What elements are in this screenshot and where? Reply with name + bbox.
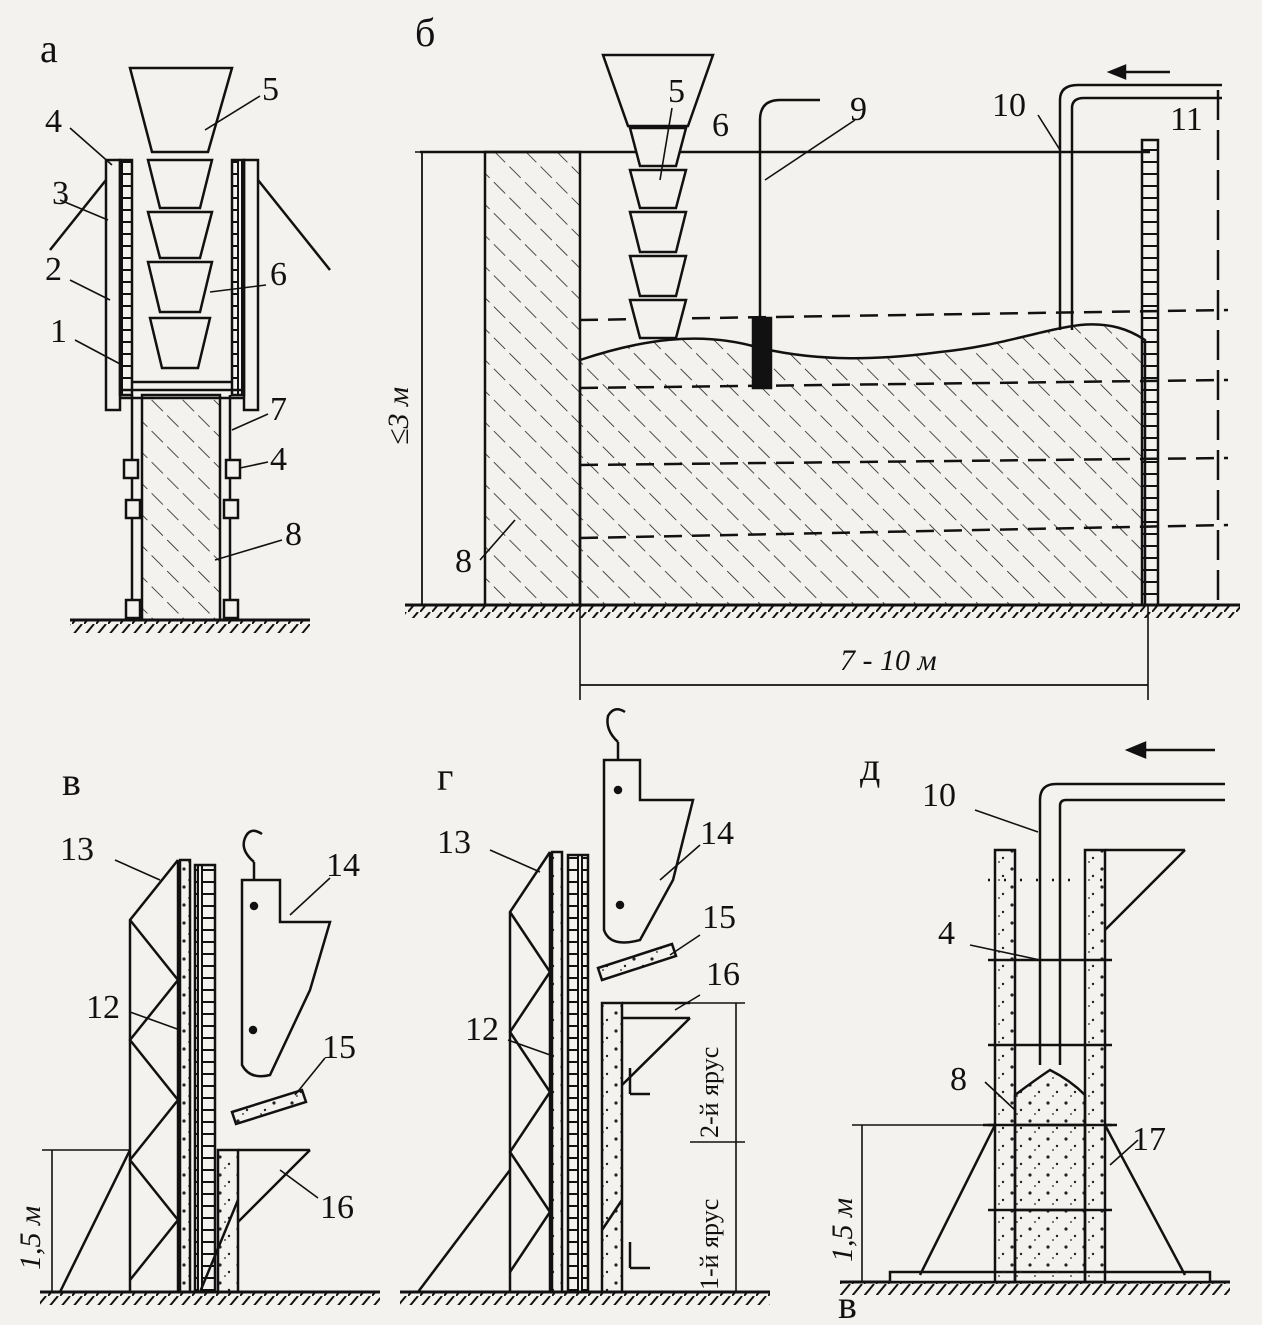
label-b-8: 8 xyxy=(455,543,472,580)
label-v-15: 15 xyxy=(322,1029,356,1066)
label-v-16: 16 xyxy=(320,1189,354,1226)
panel-a-title: а xyxy=(40,26,58,71)
label-a-8: 8 xyxy=(285,516,302,553)
panel-d-title: д xyxy=(860,744,880,789)
label-a-7: 7 xyxy=(270,391,287,428)
dim-b-width: 7 - 10 м xyxy=(840,644,937,677)
label-d-4: 4 xyxy=(938,915,955,952)
panel-d-leaders xyxy=(969,809,1139,1166)
label-g-12: 12 xyxy=(465,1011,499,1048)
label-b-11: 11 xyxy=(1170,101,1203,138)
dim-b-height: ≤3 м xyxy=(382,387,415,445)
label-a-6: 6 xyxy=(270,256,287,293)
label-v-14: 14 xyxy=(326,847,360,884)
label-a-5: 5 xyxy=(262,71,279,108)
panel-b xyxy=(405,53,1240,700)
label-b-5: 5 xyxy=(668,73,685,110)
label-b-10: 10 xyxy=(992,87,1026,124)
label-d-10: 10 xyxy=(922,777,956,814)
label-a-2: 2 xyxy=(45,251,62,288)
label-d-8: 8 xyxy=(950,1061,967,1098)
dim-d-height: 1,5 м xyxy=(826,1198,859,1262)
panel-g xyxy=(400,708,770,1305)
tier-first: 1-й ярус xyxy=(695,1199,724,1290)
panel-d xyxy=(840,741,1230,1295)
panel-v-leaders xyxy=(114,859,331,1199)
label-a-4: 4 xyxy=(45,103,62,140)
panel-a-leaders xyxy=(59,95,283,561)
label-v-12: 12 xyxy=(86,989,120,1026)
label-g-13: 13 xyxy=(437,824,471,861)
panel-g-leaders xyxy=(489,844,701,1057)
label-b-9: 9 xyxy=(850,91,867,128)
panel-b-leaders xyxy=(479,107,1061,561)
panel-v xyxy=(40,829,380,1305)
label-a-4b: 4 xyxy=(270,441,287,478)
panel-b-title: б xyxy=(415,10,435,55)
dim-v-height: 1,5 м xyxy=(14,1206,47,1270)
bottom-fragment-letter: в xyxy=(838,1282,857,1320)
label-v-13: 13 xyxy=(60,831,94,868)
label-g-14: 14 xyxy=(700,815,734,852)
label-b-6: 6 xyxy=(712,107,729,144)
panel-v-title: в xyxy=(62,759,81,804)
label-a-3: 3 xyxy=(52,175,69,212)
label-d-17: 17 xyxy=(1132,1121,1166,1158)
tier-second: 2-й ярус xyxy=(695,1047,724,1138)
panel-g-title: г xyxy=(437,754,453,799)
label-a-1: 1 xyxy=(50,313,67,350)
panel-a xyxy=(49,66,331,633)
label-g-16: 16 xyxy=(706,956,740,993)
label-g-15: 15 xyxy=(702,899,736,936)
